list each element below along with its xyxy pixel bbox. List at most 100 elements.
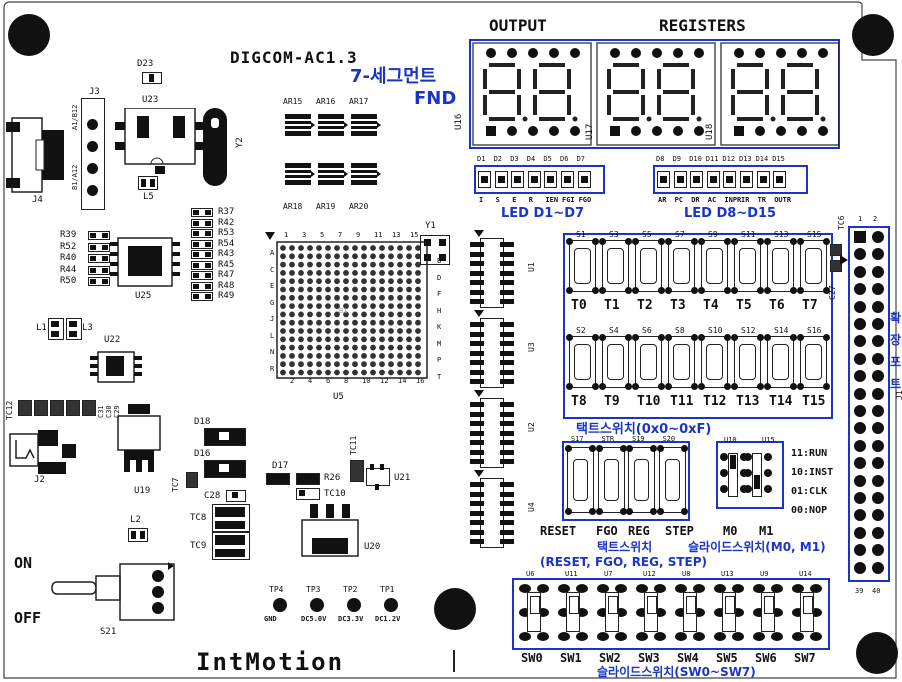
ctrl-switch-1[interactable] (595, 445, 627, 515)
j1-pin (854, 265, 866, 278)
ctrl-switch-2[interactable] (626, 445, 657, 515)
bga-row-right-1: D (437, 273, 442, 282)
tact-ctrl-sub-annotation: (RESET, FGO, REG, STEP) (540, 555, 708, 569)
resistor-r45 (191, 260, 213, 270)
resistor-label-r48: R48 (218, 280, 235, 291)
tact-row1-switch-6[interactable] (764, 238, 797, 294)
j1-pin (872, 370, 884, 383)
slide-ref-4: U8 (682, 570, 691, 578)
fnd-pin (694, 126, 704, 136)
u19-label: U19 (134, 486, 151, 496)
tc8-cap (212, 504, 250, 532)
resistor-r54 (191, 239, 213, 249)
tp-label-3: DC1.2V (375, 615, 401, 623)
fnd-pin (610, 48, 620, 58)
resistor-array-ar16 (318, 114, 348, 136)
tact-row1-switch-1[interactable] (599, 238, 632, 294)
mode-switch-body[interactable] (720, 447, 778, 503)
c31-label: C31 (97, 405, 105, 418)
fnd-pin (570, 126, 580, 136)
d23-diode (142, 72, 162, 84)
tact-row2-switch-0[interactable] (566, 334, 599, 390)
slide-switch-4[interactable] (674, 582, 710, 644)
resistor-r49 (191, 292, 213, 301)
j2-power-jack (9, 430, 76, 474)
tact-row2-switch-6[interactable] (764, 334, 797, 390)
j1-pin (872, 265, 884, 278)
j1-pin (854, 526, 866, 539)
j1-pin (872, 492, 884, 504)
tact-row1-label-3: T3 (670, 298, 686, 313)
tact-row1-switch-7[interactable] (797, 238, 830, 294)
j1-pin (872, 231, 884, 243)
mode-label-0: M0 (723, 524, 738, 538)
led-right-ref-3: D11 (705, 155, 719, 163)
resistor-label-r50: R50 (60, 276, 77, 286)
ctrl-switch-0[interactable] (565, 445, 596, 515)
fnd-pin (652, 126, 662, 136)
tact-row1-switch-3[interactable] (665, 238, 698, 294)
resistor-label-r39: R39 (60, 230, 77, 240)
slide-switch-1[interactable] (557, 582, 593, 644)
tact-row2-switch-5[interactable] (731, 334, 764, 390)
test-point-1[interactable] (310, 598, 324, 612)
test-point-3[interactable] (384, 598, 398, 612)
ar-label-ar15: AR15 (283, 97, 303, 106)
bga-row-left-0: A (270, 249, 275, 257)
tact-row2-switch-7[interactable] (797, 334, 830, 390)
fnd-pin (652, 48, 662, 58)
slide-label-7: SW7 (794, 651, 816, 665)
led-left-ref-5: D6 (560, 155, 569, 163)
chip-u3 (470, 310, 514, 388)
fnd-annotation: FND (414, 88, 457, 109)
slide-label-0: SW0 (521, 651, 543, 665)
d17-diode (266, 473, 290, 485)
ctrl-switch-3[interactable] (656, 445, 688, 515)
mounting-hole-bottom-right (856, 632, 898, 674)
u23-label: U23 (142, 95, 159, 105)
tact-row2-label-2: T10 (637, 394, 661, 409)
test-point-0[interactable] (273, 598, 287, 612)
tact-row2-switch-3[interactable] (665, 334, 698, 390)
slide-switch-6[interactable] (752, 582, 788, 644)
fnd-pin (776, 126, 786, 136)
board-title: DIGCOM-AC1.3 (230, 48, 358, 67)
fnd-pin (507, 126, 517, 136)
s21-power-switch[interactable] (50, 558, 180, 630)
test-point-2[interactable] (347, 598, 361, 612)
expansion-port-box (848, 226, 890, 582)
fnd-pin (734, 48, 744, 58)
slide-switch-3[interactable] (635, 582, 671, 644)
slide-switch-7[interactable] (791, 582, 827, 644)
tact-row1-switch-4[interactable] (698, 238, 731, 294)
tact-row2-switch-4[interactable] (698, 334, 731, 390)
led-right-led-3 (706, 171, 720, 188)
j1-pin (854, 509, 866, 522)
fnd-pin (797, 126, 807, 136)
u21-label: U21 (394, 473, 411, 483)
tc10-cap (296, 488, 320, 500)
tact-row2-switch-2[interactable] (632, 334, 665, 390)
tact-row2-switch-1[interactable] (599, 334, 632, 390)
tact-row1-switch-5[interactable] (731, 238, 764, 294)
tact-row2-label-7: T15 (802, 394, 826, 409)
tact-row1-switch-2[interactable] (632, 238, 665, 294)
j4-label: J4 (32, 195, 43, 205)
bga-row-right-4: K (437, 323, 442, 331)
resistor-array-ar15 (285, 114, 315, 136)
fnd-dp (522, 116, 528, 122)
tact-row1-switch-0[interactable] (566, 238, 599, 294)
resistor-label-r53: R53 (218, 228, 235, 238)
slide-switch-2[interactable] (596, 582, 632, 644)
j1-pin-40: 40 (872, 587, 881, 595)
resistor-r43 (191, 250, 213, 259)
led-right-led-6 (756, 171, 770, 188)
led-left-led-2 (511, 171, 525, 188)
slide-switch-5[interactable] (713, 582, 749, 644)
led-right-label-4: INPR (724, 196, 742, 204)
fnd-pin (528, 126, 538, 136)
tc9-label: TC9 (190, 541, 207, 551)
slide-ref-6: U9 (760, 570, 769, 578)
j3-label: J3 (89, 87, 100, 97)
slide-switch-0[interactable] (518, 582, 554, 644)
